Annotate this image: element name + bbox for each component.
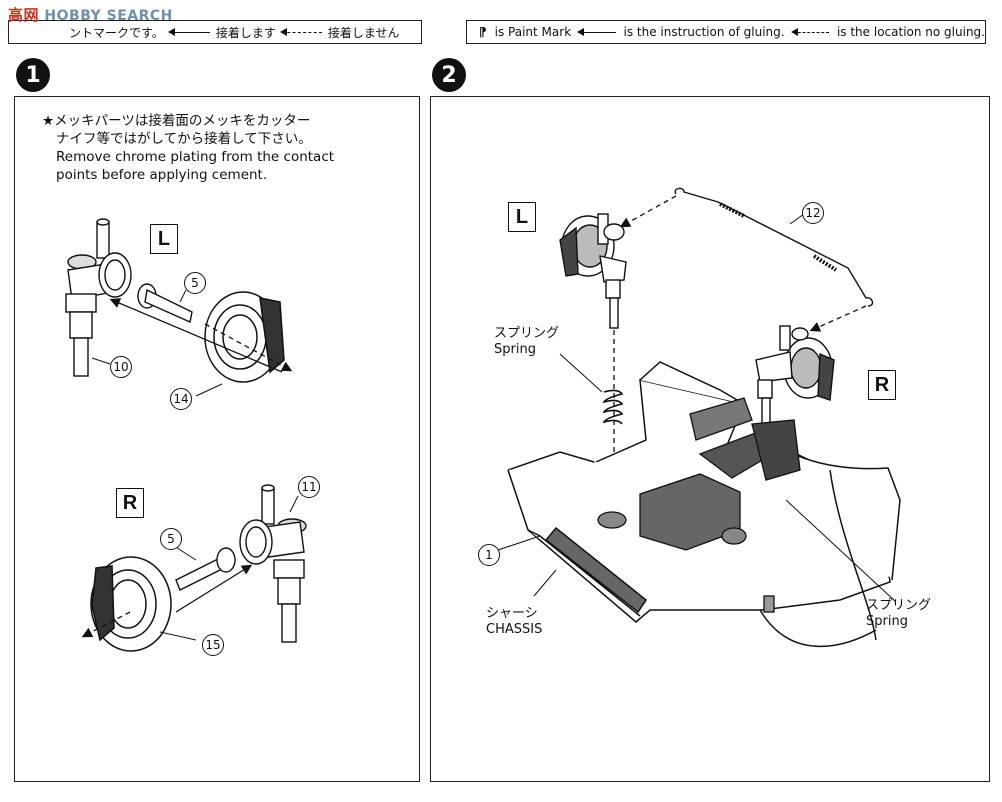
part-number-12: 12 <box>802 202 824 224</box>
spring-label-right-jp: スプリング <box>866 598 932 613</box>
axle-part-5-left <box>137 283 193 323</box>
legend-english: ⁋ is Paint Mark is the instruction of gl… <box>466 20 986 44</box>
left-hub-label: L <box>508 202 536 232</box>
tie-rod-part-12 <box>674 187 874 307</box>
chassis-label-jp: シャーシ <box>486 606 538 621</box>
legend-en-glue: is the instruction of gluing. <box>623 25 785 39</box>
spring-label-left-en: Spring <box>494 342 536 357</box>
note-jp-line-1: ★メッキパーツは接着面のメッキをカッター <box>42 113 311 129</box>
legend-en-no-glue: is the location no gluing. <box>836 25 985 39</box>
part-number-10: 10 <box>110 356 132 378</box>
part-number-1: 1 <box>478 544 500 566</box>
chassis-label: シャーシ CHASSIS <box>486 606 542 638</box>
left-spring <box>602 389 624 425</box>
solid-arrow-icon <box>577 27 616 36</box>
note-en-line-2: points before applying cement. <box>56 167 268 183</box>
spring-label-left: スプリング Spring <box>494 326 559 358</box>
brand-prefix: 高 <box>8 6 24 24</box>
wheel-part-15 <box>90 556 172 652</box>
motor-gearbox <box>597 397 801 613</box>
part-number-14: 14 <box>170 388 192 410</box>
part-number-11: 11 <box>298 476 320 498</box>
dashed-arrow-icon <box>279 27 322 36</box>
brand-watermark: 高网 HOBBY SEARCH <box>8 4 173 25</box>
wheel-part-14 <box>204 291 285 383</box>
step-1-panel <box>14 96 420 782</box>
legend-japanese: ントマークです。 接着します 接着しません <box>8 20 422 44</box>
note-jp-line-2: ナイフ等ではがしてから接着して下さい。 <box>56 131 312 147</box>
solid-arrow-icon <box>167 27 210 36</box>
axle-part-5-right <box>175 547 236 591</box>
legend-en-paint: is Paint Mark <box>494 25 572 39</box>
paint-mark-icon: ⁋ <box>479 25 487 39</box>
part-number-5-left: 5 <box>184 272 206 294</box>
part-number-15: 15 <box>202 634 224 656</box>
right-hub-assembly <box>755 325 835 425</box>
dashed-arrow-icon <box>790 27 829 36</box>
part-number-5-right: 5 <box>160 528 182 550</box>
spring-label-right-en: Spring <box>866 614 908 629</box>
legend-jp-no-glue: 接着しません <box>327 25 400 40</box>
left-hub-assembly <box>559 213 627 329</box>
note-en-line-1: Remove chrome plating from the contact <box>56 149 335 165</box>
left-side-label: L <box>150 224 178 254</box>
step-1-badge: 1 <box>16 58 50 92</box>
upright-part-10 <box>65 218 132 377</box>
brand-suffix: 网 <box>23 6 40 24</box>
spring-label-right: スプリング Spring <box>866 598 931 630</box>
legend-jp-paint: ントマークです。 <box>69 25 164 40</box>
legend-jp-glue: 接着します <box>215 25 276 40</box>
spring-label-left-jp: スプリング <box>494 326 560 341</box>
upright-part-11 <box>239 484 307 643</box>
brand-name: HOBBY SEARCH <box>44 8 173 24</box>
step-2-badge: 2 <box>432 58 466 92</box>
chassis-label-en: CHASSIS <box>486 622 543 637</box>
right-side-label: R <box>116 488 144 518</box>
chrome-plating-note: ★メッキパーツは接着面のメッキをカッター ナイフ等ではがしてから接着して下さい。… <box>42 112 372 184</box>
right-hub-label: R <box>868 370 896 400</box>
